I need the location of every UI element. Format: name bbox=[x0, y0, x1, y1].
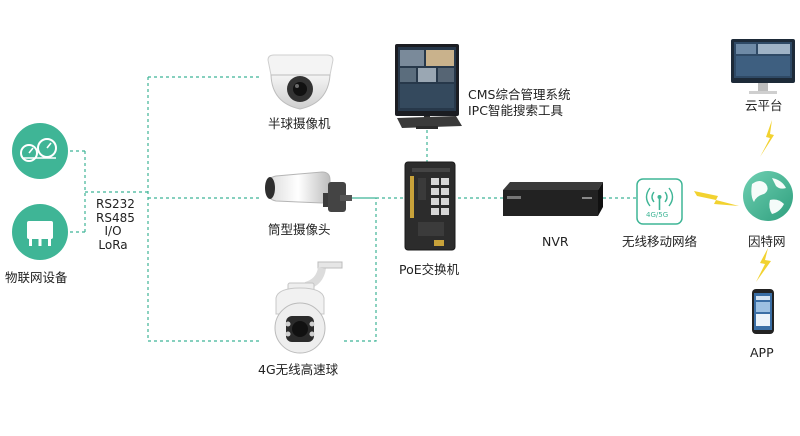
cloud-label: 云平台 bbox=[745, 98, 783, 113]
gauge-sensor-icon bbox=[12, 123, 68, 179]
lightning-bolts bbox=[694, 120, 774, 282]
bolt-wireless-internet bbox=[694, 191, 739, 206]
protocol-io: I/O bbox=[104, 224, 122, 238]
wireless-badge-icon bbox=[636, 178, 683, 225]
monitor-label-line2: IPC智能搜索工具 bbox=[468, 103, 563, 118]
protocol-list: RS232 RS485 I/O LoRa bbox=[96, 197, 135, 252]
line-ptz-to-switch bbox=[344, 197, 377, 342]
dome-camera-label: 半球摄像机 bbox=[268, 116, 331, 131]
bullet-camera-icon bbox=[265, 171, 352, 212]
protocol-rs485: RS485 bbox=[96, 210, 135, 225]
internet-label: 因特网 bbox=[748, 234, 786, 249]
monitor-label-line1: CMS综合管理系统 bbox=[468, 87, 571, 102]
bolt-internet-cloud bbox=[760, 120, 774, 157]
cloud-platform-monitor-icon bbox=[731, 39, 795, 94]
app-label: APP bbox=[750, 345, 774, 360]
wireless-label: 无线移动网络 bbox=[622, 234, 698, 249]
io-module-icon bbox=[12, 204, 68, 260]
poe-switch-icon bbox=[404, 161, 456, 251]
phone-icon bbox=[752, 289, 774, 334]
bullet-camera-label: 筒型摄像头 bbox=[268, 222, 331, 237]
dome-camera-icon bbox=[267, 54, 334, 110]
ptz-camera-label: 4G无线高速球 bbox=[258, 362, 339, 377]
nvr-label: NVR bbox=[542, 234, 569, 249]
protocol-lora: LoRa bbox=[98, 237, 128, 252]
nvr-icon bbox=[503, 182, 603, 216]
ptz-camera-icon bbox=[274, 261, 343, 354]
monitor-icon bbox=[395, 44, 462, 129]
connection-lines bbox=[70, 76, 637, 342]
bolt-internet-app bbox=[756, 248, 771, 282]
protocol-rs232: RS232 bbox=[96, 197, 135, 211]
wireless-badge-text: 4G/5G bbox=[646, 211, 669, 219]
iot-label: 物联网设备 bbox=[5, 270, 68, 285]
globe-icon bbox=[743, 171, 793, 221]
line-iot-bus bbox=[70, 150, 86, 233]
switch-label: PoE交换机 bbox=[399, 262, 460, 277]
